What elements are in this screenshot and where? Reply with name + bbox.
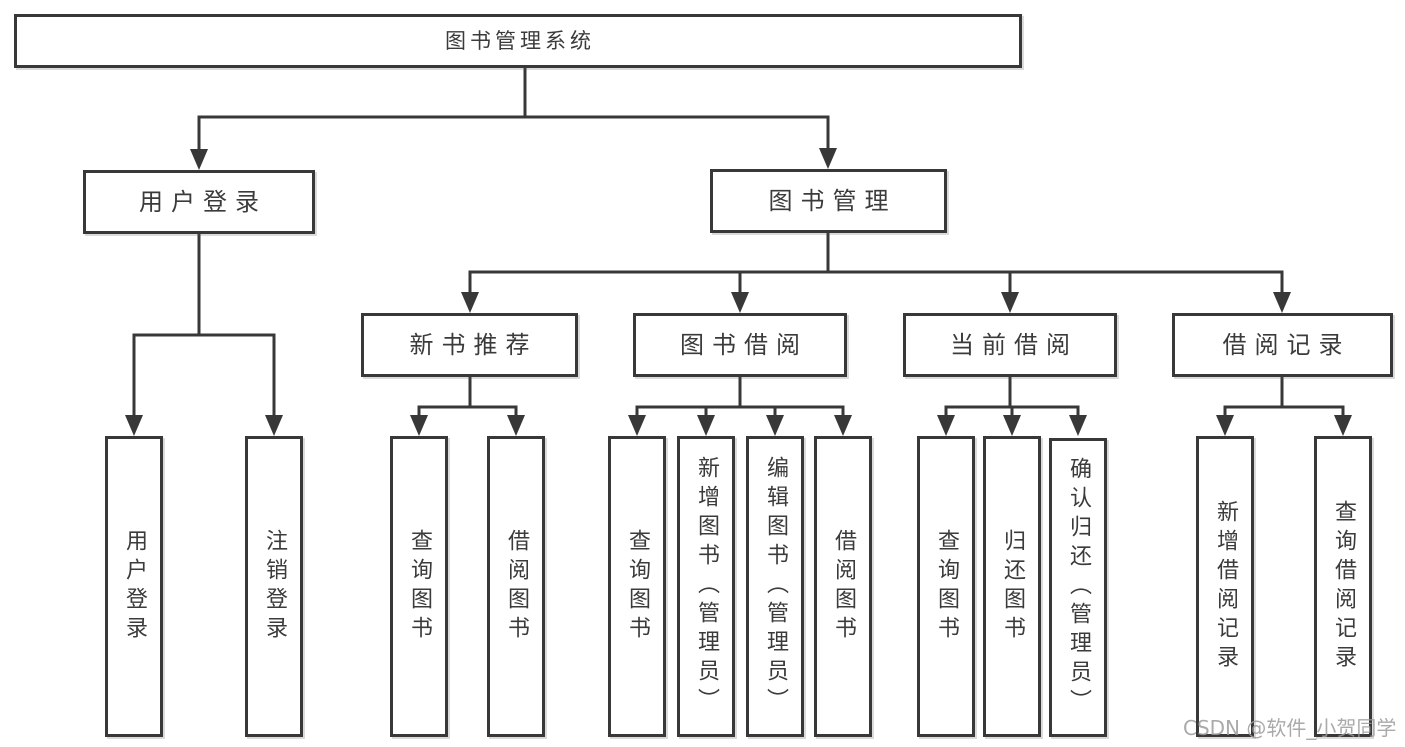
leaf-query-books-recommend: 查询图书	[390, 436, 448, 737]
node-current-borrow: 当前借阅	[903, 313, 1117, 377]
arrow-down-icon	[834, 415, 852, 436]
node-label: 查询图书	[407, 528, 432, 645]
connector-book-management-to-groups	[461, 233, 1291, 313]
node-label: 归还图书	[1000, 528, 1025, 645]
node-label: 图书管理	[768, 187, 897, 215]
arrow-down-icon	[937, 415, 955, 436]
arrow-down-icon	[265, 415, 283, 436]
node-label: 注销登录	[262, 528, 287, 645]
leaf-user-login: 用户登录	[105, 436, 163, 737]
arrow-down-icon	[1273, 292, 1291, 313]
node-label: 借阅记录	[1222, 331, 1351, 359]
leaf-add-book-admin: 新增图书（管理员）	[677, 436, 735, 737]
node-root-system: 图书管理系统	[14, 14, 1022, 68]
node-label: 新增借阅记录	[1213, 499, 1238, 674]
node-label: 新书推荐	[409, 331, 538, 359]
arrow-down-icon	[1216, 415, 1234, 436]
node-label: 用户登录	[122, 528, 147, 645]
node-label: 查询图书	[934, 528, 959, 645]
leaf-confirm-return-admin: 确认归还（管理员）	[1049, 438, 1107, 737]
arrow-down-icon	[819, 148, 837, 169]
node-label: 当前借阅	[950, 331, 1078, 359]
node-user-login: 用户登录	[83, 170, 315, 234]
node-label: 查询图书	[625, 528, 650, 645]
node-label: 编辑图书（管理员）	[763, 456, 788, 717]
node-label: 新增图书（管理员）	[694, 456, 719, 717]
node-label: 查询借阅记录	[1331, 499, 1356, 674]
node-label: 图书借阅	[680, 331, 808, 359]
arrow-down-icon	[731, 292, 749, 313]
arrow-down-icon	[766, 415, 784, 436]
arrow-down-icon	[410, 415, 428, 436]
leaf-edit-book-admin: 编辑图书（管理员）	[746, 436, 804, 737]
connector-current-borrow-to-children	[937, 377, 1087, 436]
node-label: 借阅图书	[504, 528, 529, 645]
node-book-borrow: 图书借阅	[633, 313, 847, 377]
leaf-borrow-books-recommend: 借阅图书	[487, 436, 545, 737]
arrow-down-icon	[628, 415, 646, 436]
arrow-down-icon	[697, 415, 715, 436]
arrow-down-icon	[1003, 415, 1021, 436]
arrow-down-icon	[190, 149, 208, 170]
leaf-borrow-books: 借阅图书	[814, 436, 872, 737]
leaf-query-books-borrow: 查询图书	[608, 436, 666, 737]
csdn-watermark: CSDN @软件_小贺同学	[1183, 716, 1397, 740]
node-label: 图书管理系统	[445, 28, 595, 53]
node-borrow-records: 借阅记录	[1172, 313, 1393, 377]
arrow-down-icon	[125, 415, 143, 436]
node-book-management: 图书管理	[710, 169, 947, 233]
node-new-book-recommend: 新书推荐	[361, 313, 578, 377]
node-label: 用户登录	[139, 188, 267, 216]
connector-new-book-recommend-to-children	[410, 377, 525, 436]
arrow-down-icon	[1069, 415, 1087, 436]
connector-book-borrow-to-children	[628, 377, 852, 436]
leaf-query-borrow-record: 查询借阅记录	[1314, 436, 1372, 737]
node-label: 借阅图书	[831, 528, 856, 645]
leaf-return-books: 归还图书	[983, 436, 1041, 737]
connector-root-to-level2	[190, 68, 837, 170]
arrow-down-icon	[507, 415, 525, 436]
node-label: 确认归还（管理员）	[1066, 457, 1091, 718]
arrow-down-icon	[461, 292, 479, 313]
arrow-down-icon	[1001, 292, 1019, 313]
leaf-add-borrow-record: 新增借阅记录	[1196, 436, 1254, 737]
arrow-down-icon	[1334, 415, 1352, 436]
leaf-query-books-current: 查询图书	[917, 436, 975, 737]
connector-borrow-records-to-children	[1216, 377, 1352, 436]
leaf-logout: 注销登录	[245, 436, 303, 737]
connector-user-login-to-children	[125, 234, 283, 436]
